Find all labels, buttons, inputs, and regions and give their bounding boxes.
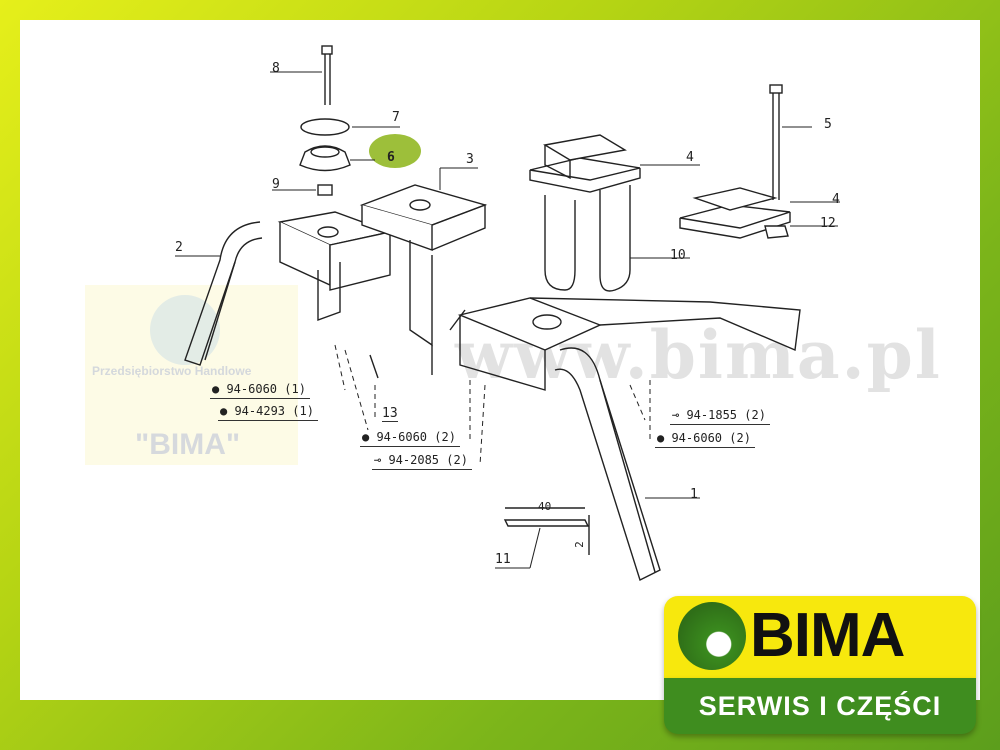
- hardware-ref: ● 94-6060 (2): [360, 430, 460, 447]
- block-part-4-top: [529, 134, 641, 193]
- part-label-1: 1: [690, 487, 698, 502]
- logo-ball-icon: [678, 602, 746, 670]
- u-bolt-part-10: [544, 185, 631, 292]
- hardware-ref-text: 94-1855 (2): [686, 408, 766, 422]
- hardware-ref-text: 94-2085 (2): [388, 453, 468, 467]
- watermark-company-line: Przedsiębiorstwo Handlowe: [92, 364, 252, 378]
- frame-part-1: [457, 297, 801, 581]
- part-label-10: 10: [670, 248, 686, 263]
- rubber-mount-part-6: [299, 145, 351, 172]
- stud-part-13: [369, 354, 379, 379]
- watermark-logo-circle: [150, 295, 220, 365]
- dimension-width: 40: [538, 500, 552, 513]
- bracket-part-3: [359, 184, 488, 375]
- part-label-6: 6: [387, 150, 395, 165]
- logo-tagline: SERWIS I CZĘŚCI: [698, 691, 942, 721]
- part-label-4-right: 4: [832, 192, 840, 207]
- part-label-2: 2: [175, 240, 183, 255]
- hardware-ref: ● 94-6060 (1): [210, 382, 310, 399]
- part-label-9: 9: [272, 177, 280, 192]
- hardware-ref-text: 94-6060 (2): [376, 430, 456, 444]
- nut-part-9: [317, 184, 333, 196]
- hardware-ref-text: 94-4293 (1): [234, 404, 314, 418]
- hardware-ref: ⊸ 94-1855 (2): [670, 408, 770, 425]
- part-label-12: 12: [820, 216, 836, 231]
- part-label-11: 11: [495, 552, 511, 567]
- part-label-8: 8: [272, 61, 280, 76]
- dimension-thickness: 2: [572, 541, 586, 548]
- bolt-part-8: [321, 45, 333, 105]
- hardware-ref: ⊸ 94-2085 (2): [372, 453, 472, 470]
- logo-bottom-band: SERWIS I CZĘŚCI: [664, 678, 976, 734]
- bima-logo: BIMA SERWIS I CZĘŚCI: [664, 596, 976, 736]
- leader-lines: [175, 71, 840, 569]
- bracket-part-2: [184, 211, 393, 366]
- bolt-part-5: [769, 84, 783, 200]
- part-label-3: 3: [466, 152, 474, 167]
- block-part-4-right: [679, 187, 791, 239]
- washer-part-7: [300, 118, 350, 136]
- hardware-ref-text: 94-6060 (2): [671, 431, 751, 445]
- logo-top-band: BIMA: [664, 596, 976, 678]
- part-label-5: 5: [824, 117, 832, 132]
- part-label-4-top: 4: [686, 150, 694, 165]
- hardware-ref: ● 94-6060 (2): [655, 431, 755, 448]
- hardware-ref: ● 94-4293 (1): [218, 404, 318, 421]
- part-label-13: 13: [382, 406, 398, 422]
- shim-part-11: [503, 507, 590, 555]
- part-label-7: 7: [392, 110, 400, 125]
- nut-part-12: [764, 225, 789, 239]
- watermark-company-name: "BIMA": [135, 428, 241, 461]
- hardware-ref-text: 94-6060 (1): [226, 382, 306, 396]
- logo-brand: BIMA: [750, 601, 905, 670]
- highlight-marker: [369, 134, 421, 168]
